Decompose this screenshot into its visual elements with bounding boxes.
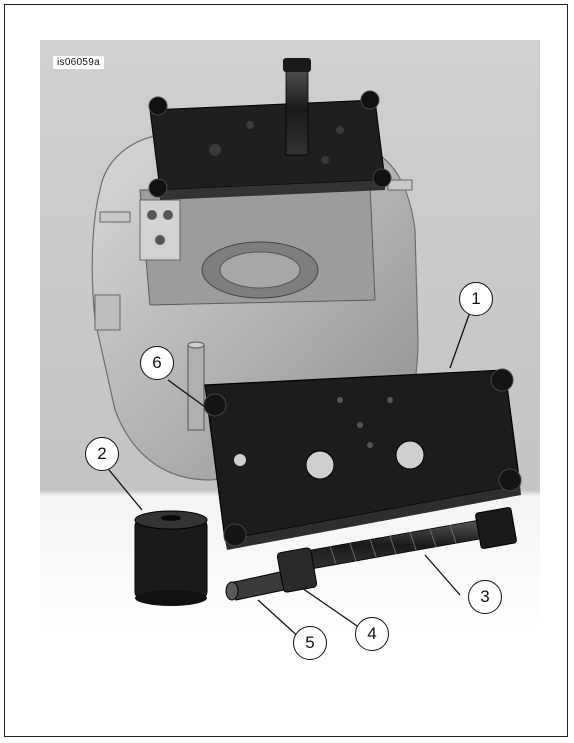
forcing-screw bbox=[225, 507, 517, 601]
callout-5: 5 bbox=[293, 626, 327, 660]
callout-1: 1 bbox=[459, 282, 493, 316]
figure-id-label: is06059a bbox=[53, 56, 104, 69]
receiver-cup bbox=[134, 519, 208, 599]
callout-4: 4 bbox=[355, 617, 389, 651]
tool-photo bbox=[40, 40, 540, 640]
callout-3: 3 bbox=[468, 580, 502, 614]
callout-6: 6 bbox=[140, 346, 174, 380]
pivot-post bbox=[187, 344, 205, 431]
callout-2: 2 bbox=[85, 437, 119, 471]
top-plate-screw bbox=[285, 64, 309, 156]
top-plate bbox=[149, 99, 386, 191]
